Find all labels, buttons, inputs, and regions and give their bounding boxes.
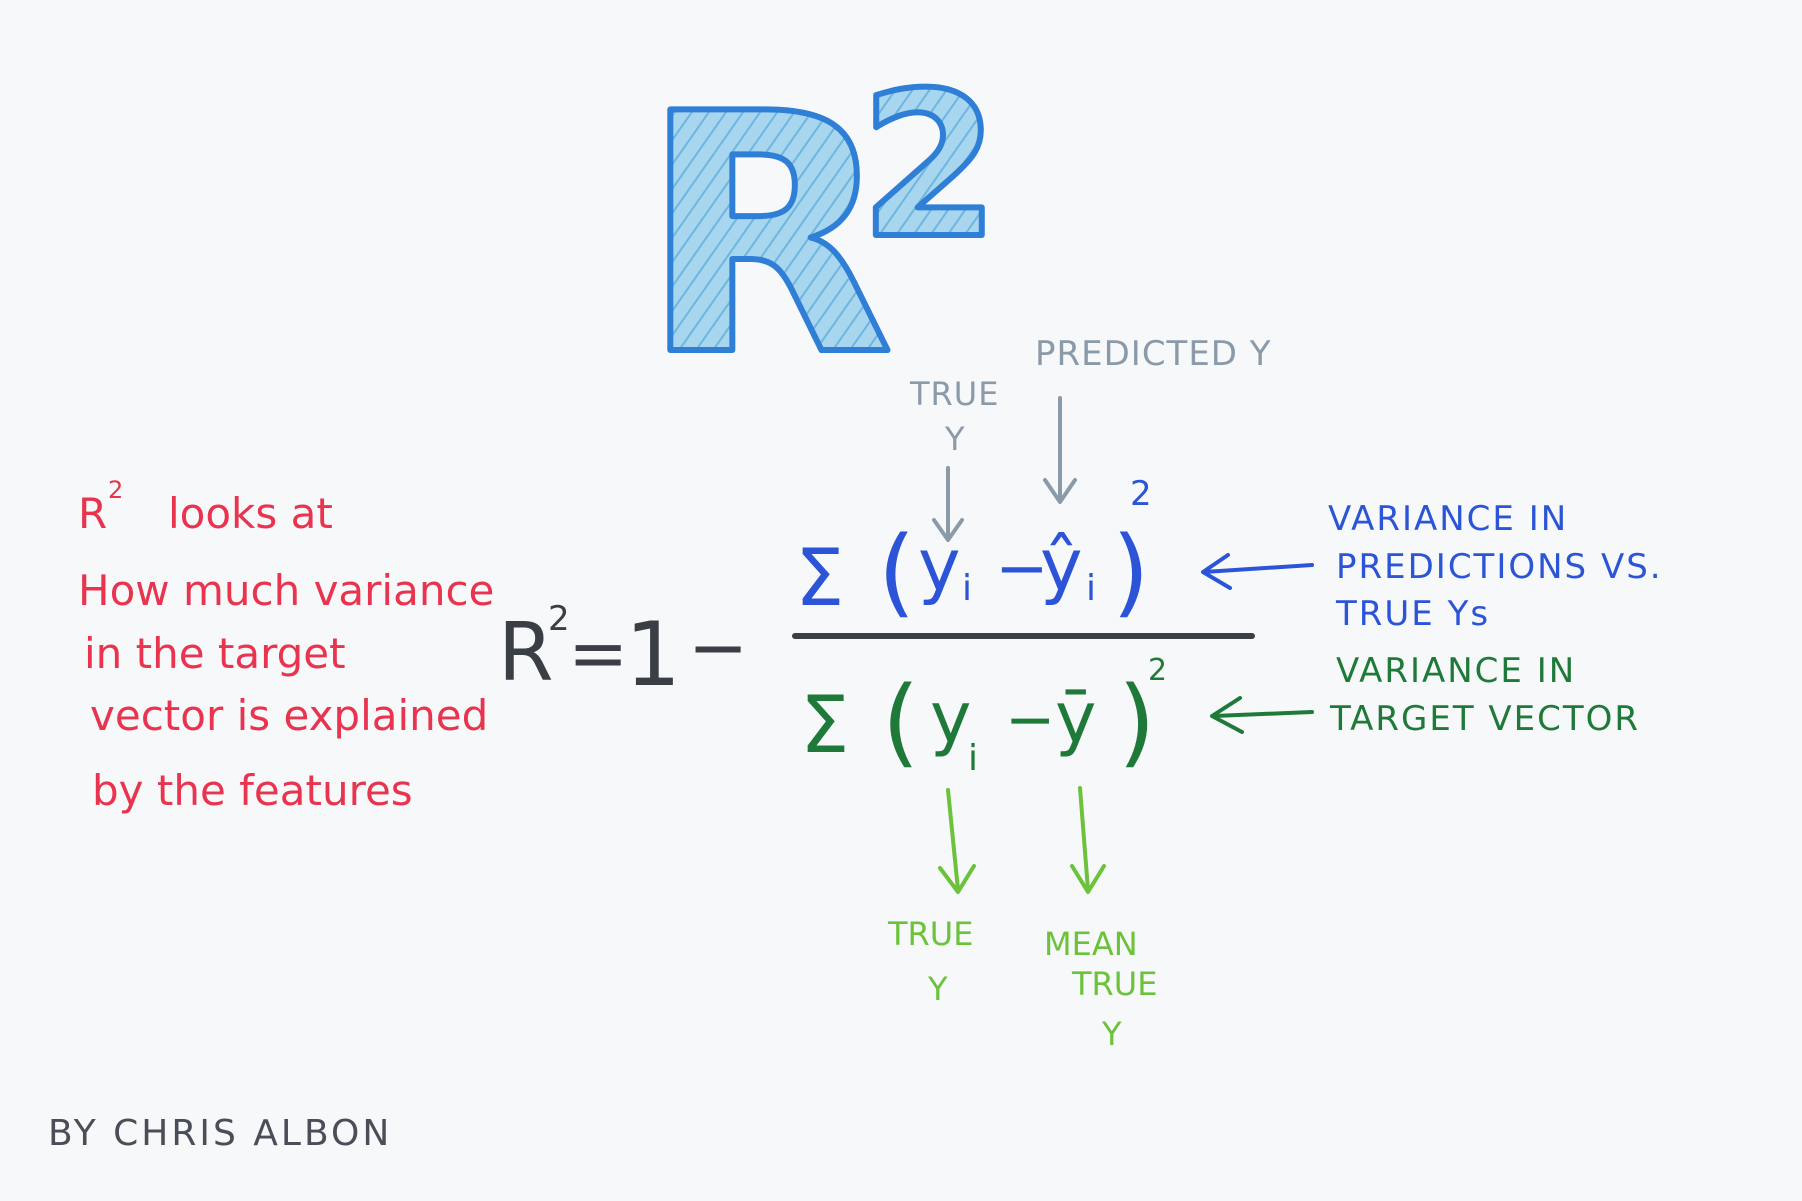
denominator-sigma: Σ xyxy=(800,681,849,771)
description-line2: How much variance xyxy=(78,566,494,615)
description-line4: vector is explained xyxy=(90,691,488,740)
variance-target-annotation: VARIANCE IN TARGET VECTOR xyxy=(1329,651,1640,739)
bottom-arrows xyxy=(938,786,1106,894)
true-y-bottom-line2: Y xyxy=(927,970,948,1008)
description-line3: in the target xyxy=(84,629,346,678)
title-r-squared: R 2 xyxy=(637,41,1002,431)
variance-predictions-line1: VARIANCE IN xyxy=(1328,499,1568,539)
arrow-icon xyxy=(1210,696,1314,734)
top-arrows xyxy=(932,396,1077,542)
variance-predictions-line3: TRUE Ys xyxy=(1335,594,1490,634)
mean-true-y-line3: Y xyxy=(1101,1015,1122,1053)
bottom-labels: TRUE Y MEAN TRUE Y xyxy=(887,915,1157,1053)
formula-one: 1 xyxy=(625,603,681,706)
mean-true-y-line2: TRUE xyxy=(1071,965,1157,1003)
top-labels: PREDICTED Y TRUE Y xyxy=(909,334,1272,458)
numerator-sub-i2: i xyxy=(1086,568,1096,609)
variance-target-line1: VARIANCE IN xyxy=(1336,651,1576,691)
numerator-minus: − xyxy=(995,532,1049,606)
numerator-open-paren: ( xyxy=(878,516,915,628)
denominator-close-paren: ) xyxy=(1118,666,1155,778)
right-annotations: VARIANCE IN PREDICTIONS VS. TRUE Ys VARI… xyxy=(1328,499,1663,739)
arrow-icon xyxy=(1043,396,1077,504)
variance-predictions-line2: PREDICTIONS VS. xyxy=(1336,547,1663,587)
description: R 2 looks at How much variance in the ta… xyxy=(78,476,494,815)
title-exponent: 2 xyxy=(860,50,999,283)
numerator-sub-i: i xyxy=(962,568,972,609)
denominator-ybar: ȳ xyxy=(1055,677,1096,759)
denominator-open-paren: ( xyxy=(882,666,919,778)
denominator-exp: 2 xyxy=(1148,653,1167,688)
true-y-bottom-line1: TRUE xyxy=(887,915,973,953)
true-y-top-label-line2: Y xyxy=(944,420,965,458)
formula-r: R xyxy=(498,606,554,699)
description-line5: by the features xyxy=(92,766,413,815)
formula-minus: − xyxy=(688,605,748,689)
formula-r-exp: 2 xyxy=(548,599,570,639)
denominator-y: y xyxy=(930,677,971,759)
description-line1-r: R xyxy=(78,489,107,538)
numerator-y: y xyxy=(918,523,961,607)
right-arrows xyxy=(1201,553,1314,734)
denominator-minus: − xyxy=(1005,685,1055,755)
variance-target-line2: TARGET VECTOR xyxy=(1329,699,1640,739)
true-y-top-label-line1: TRUE xyxy=(909,375,999,413)
formula: R 2 = 1 − Σ ( y i − ŷ i ) 2 Σ ( y i − ȳ xyxy=(498,474,1255,779)
predicted-y-label: PREDICTED Y xyxy=(1035,334,1272,374)
description-line1-rest: looks at xyxy=(168,489,333,538)
variance-predictions-annotation: VARIANCE IN PREDICTIONS VS. TRUE Ys xyxy=(1328,499,1663,634)
description-line1-sup: 2 xyxy=(108,476,123,504)
formula-lhs: R 2 = 1 − xyxy=(498,599,748,706)
formula-numerator: Σ ( y i − ŷ i ) 2 xyxy=(795,474,1152,628)
mean-true-y-line1: MEAN xyxy=(1044,925,1138,963)
numerator-exp: 2 xyxy=(1130,474,1152,514)
arrow-icon xyxy=(938,788,976,894)
byline: BY CHRIS ALBON xyxy=(48,1113,392,1154)
denominator-sub-i: i xyxy=(968,738,978,779)
arrow-icon xyxy=(1070,786,1106,894)
numerator-close-paren: ) xyxy=(1112,516,1149,628)
arrow-icon xyxy=(1201,553,1314,590)
formula-equals: = xyxy=(568,611,628,695)
numerator-sigma: Σ xyxy=(795,534,844,624)
arrow-icon xyxy=(932,466,964,542)
numerator-yhat: ŷ xyxy=(1040,523,1083,607)
formula-denominator: Σ ( y i − ȳ ) 2 xyxy=(800,653,1167,779)
title-r: R xyxy=(640,44,894,428)
